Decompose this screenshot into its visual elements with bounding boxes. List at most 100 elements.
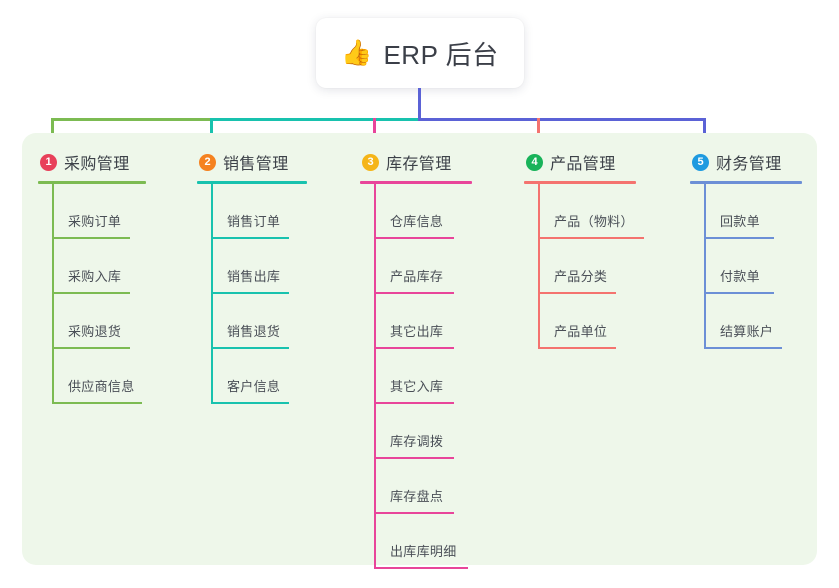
branch-item[interactable]: 销售出库 xyxy=(197,239,307,294)
branch-spine-inventory xyxy=(374,184,376,569)
column-rule-inventory xyxy=(360,181,472,184)
branch-spine-product xyxy=(538,184,540,349)
branch-spine-purchasing xyxy=(52,184,54,404)
column-badge-purchasing: 1 xyxy=(40,153,57,171)
branch-item-label: 回款单 xyxy=(720,214,760,229)
branch-item-rule xyxy=(211,402,289,404)
column-badge-product: 4 xyxy=(526,153,543,171)
branch-item-rule xyxy=(52,347,130,349)
column-header-finance[interactable]: 5 财务管理 xyxy=(690,147,802,177)
branch-list-purchasing: 采购订单采购入库采购退货供应商信息 xyxy=(38,184,146,404)
branch-item-label: 销售退货 xyxy=(227,324,281,339)
column-title-sales: 销售管理 xyxy=(223,156,289,173)
branch-item[interactable]: 结算账户 xyxy=(690,294,802,349)
branch-item[interactable]: 库存盘点 xyxy=(360,459,472,514)
branch-item-label: 出库库明细 xyxy=(390,544,457,559)
branch-item-rule xyxy=(374,347,454,349)
branch-list-inventory: 仓库信息产品库存其它出库其它入库库存调拨库存盘点出库库明细 xyxy=(360,184,472,569)
branch-list-product: 产品（物料） 产品分类产品单位 xyxy=(524,184,644,349)
branch-item[interactable]: 其它出库 xyxy=(360,294,472,349)
branch-item-label: 产品（物料） xyxy=(554,214,634,229)
branch-list-finance: 回款单付款单结算账户 xyxy=(690,184,802,349)
branch-item-rule xyxy=(704,347,782,349)
column-header-product[interactable]: 4 产品管理 xyxy=(524,147,636,177)
column-sales: 2 销售管理销售订单销售出库销售退货客户信息 xyxy=(197,147,307,404)
branch-item-label: 供应商信息 xyxy=(68,379,135,394)
branch-item[interactable]: 采购订单 xyxy=(38,184,146,239)
bus-segment-green xyxy=(50,118,213,121)
branch-item[interactable]: 付款单 xyxy=(690,239,802,294)
branch-item[interactable]: 供应商信息 xyxy=(38,349,146,404)
column-finance: 5 财务管理回款单付款单结算账户 xyxy=(690,147,802,349)
branch-item-rule xyxy=(374,292,454,294)
branch-item-rule xyxy=(211,237,289,239)
branch-item[interactable]: 其它入库 xyxy=(360,349,472,404)
branch-item[interactable]: 产品分类 xyxy=(524,239,636,294)
branch-item-label: 采购退货 xyxy=(68,324,122,339)
branch-item-rule xyxy=(52,237,130,239)
column-badge-sales: 2 xyxy=(199,153,216,171)
branch-item-label: 付款单 xyxy=(720,269,760,284)
branch-item[interactable]: 客户信息 xyxy=(197,349,307,404)
branch-item-rule xyxy=(538,292,616,294)
root-title: ERP 后台 xyxy=(383,39,499,70)
column-title-finance: 财务管理 xyxy=(716,156,782,173)
branch-item-label: 采购订单 xyxy=(68,214,122,229)
branch-item-label: 仓库信息 xyxy=(390,214,444,229)
branch-spine-finance xyxy=(704,184,706,349)
stem-from-root xyxy=(417,88,421,121)
branch-item-label: 库存调拨 xyxy=(390,434,444,449)
branch-item[interactable]: 出库库明细 xyxy=(360,514,472,569)
branch-item-rule xyxy=(52,292,130,294)
branch-item-rule xyxy=(374,512,454,514)
column-badge-finance: 5 xyxy=(692,153,709,171)
column-header-sales[interactable]: 2 销售管理 xyxy=(197,147,307,177)
branch-item-rule xyxy=(704,292,774,294)
column-header-purchasing[interactable]: 1 采购管理 xyxy=(38,147,146,177)
branch-item[interactable]: 回款单 xyxy=(690,184,802,239)
branch-item[interactable]: 销售订单 xyxy=(197,184,307,239)
column-title-purchasing: 采购管理 xyxy=(64,156,130,173)
branch-item-rule xyxy=(52,402,142,404)
branch-item-rule xyxy=(374,457,454,459)
branch-item-label: 客户信息 xyxy=(227,379,281,394)
branch-item[interactable]: 产品库存 xyxy=(360,239,472,294)
column-title-inventory: 库存管理 xyxy=(386,156,452,173)
branch-item[interactable]: 采购退货 xyxy=(38,294,146,349)
column-rule-sales xyxy=(197,181,307,184)
branch-item[interactable]: 产品单位 xyxy=(524,294,636,349)
bus-segment-teal xyxy=(209,118,421,121)
column-product: 4 产品管理产品（物料） 产品分类产品单位 xyxy=(524,147,644,349)
column-rule-finance xyxy=(690,181,802,184)
thumbs-up-icon: 👍 xyxy=(341,38,373,67)
column-rule-product xyxy=(524,181,636,184)
branch-item-label: 产品库存 xyxy=(390,269,444,284)
branch-item-label: 产品单位 xyxy=(554,324,608,339)
bus-segment-blue xyxy=(417,118,706,121)
branch-item-rule xyxy=(538,237,644,239)
root-node-card[interactable]: 👍 ERP 后台 xyxy=(316,18,524,88)
branch-item-rule xyxy=(374,237,454,239)
branch-item-rule xyxy=(211,347,289,349)
branches-panel xyxy=(22,133,817,565)
branch-item-label: 采购入库 xyxy=(68,269,122,284)
branch-spine-sales xyxy=(211,184,213,404)
branch-item[interactable]: 销售退货 xyxy=(197,294,307,349)
branch-item-rule xyxy=(374,402,454,404)
branch-item[interactable]: 产品（物料） xyxy=(524,184,644,239)
branch-item-label: 其它出库 xyxy=(390,324,444,339)
column-purchasing: 1 采购管理采购订单采购入库采购退货供应商信息 xyxy=(38,147,146,404)
branch-item[interactable]: 库存调拨 xyxy=(360,404,472,459)
branch-item[interactable]: 采购入库 xyxy=(38,239,146,294)
branch-item-label: 库存盘点 xyxy=(390,489,444,504)
branch-item[interactable]: 仓库信息 xyxy=(360,184,472,239)
branch-item-label: 产品分类 xyxy=(554,269,608,284)
branch-item-rule xyxy=(374,567,468,569)
column-title-product: 产品管理 xyxy=(550,156,616,173)
column-rule-purchasing xyxy=(38,181,146,184)
branch-item-rule xyxy=(704,237,774,239)
branch-item-label: 销售出库 xyxy=(227,269,281,284)
branch-item-label: 其它入库 xyxy=(390,379,444,394)
